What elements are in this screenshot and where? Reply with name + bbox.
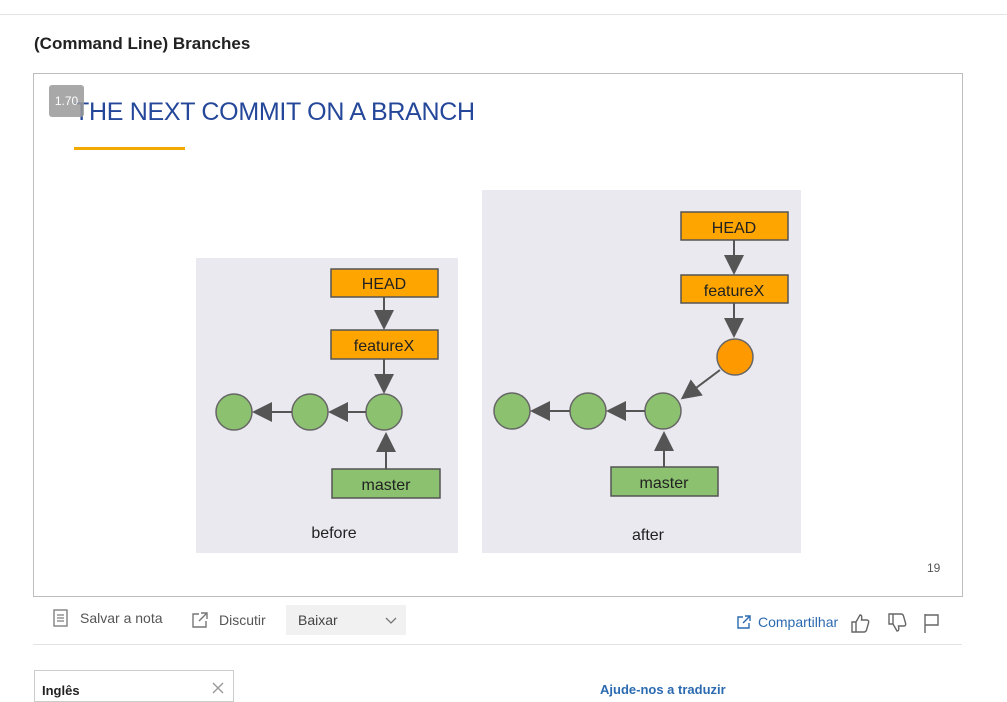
chevron-down-icon bbox=[385, 617, 397, 624]
after-new-commit bbox=[716, 338, 754, 376]
slide-toolbar: Salvar a nota Discutir Baixar Compartilh… bbox=[33, 600, 962, 645]
before-commit-2 bbox=[291, 393, 329, 431]
after-caption: after bbox=[632, 527, 665, 544]
share-icon bbox=[737, 615, 751, 629]
page-title: (Command Line) Branches bbox=[34, 34, 251, 53]
after-master-box bbox=[610, 466, 719, 497]
before-master-box bbox=[331, 468, 441, 499]
after-featurex-label: featureX bbox=[704, 283, 765, 300]
thumbs-down-icon[interactable] bbox=[886, 612, 908, 634]
share-button[interactable]: Compartilhar bbox=[736, 614, 838, 630]
slide-heading: THE NEXT COMMIT ON A BRANCH bbox=[74, 98, 475, 126]
close-icon[interactable] bbox=[211, 681, 225, 695]
flag-icon[interactable] bbox=[921, 612, 943, 634]
save-note-label: Salvar a nota bbox=[80, 610, 163, 626]
before-head-box bbox=[330, 268, 439, 298]
after-commit-2 bbox=[569, 392, 607, 430]
share-label: Compartilhar bbox=[758, 614, 839, 630]
top-divider bbox=[0, 14, 1007, 15]
note-icon bbox=[53, 609, 68, 627]
discuss-button[interactable]: Discutir bbox=[191, 611, 266, 629]
download-select-value: Baixar bbox=[298, 612, 338, 628]
language-label: Inglês bbox=[42, 683, 80, 698]
discuss-label: Discutir bbox=[219, 612, 266, 628]
transcript-language-select[interactable]: Inglês bbox=[34, 670, 234, 702]
before-head-label: HEAD bbox=[362, 276, 406, 293]
download-select[interactable]: Baixar bbox=[286, 605, 406, 635]
save-note-button[interactable]: Salvar a nota bbox=[52, 609, 163, 627]
slide-number: 19 bbox=[927, 561, 941, 575]
before-caption: before bbox=[311, 525, 356, 542]
before-commit-3 bbox=[365, 393, 403, 431]
before-commit-1 bbox=[215, 393, 253, 431]
translate-help-link[interactable]: Ajude-nos a traduzir bbox=[600, 682, 726, 697]
thumbs-up-icon[interactable] bbox=[849, 612, 871, 634]
video-slide[interactable]: HEAD featureX master before HEAD feature… bbox=[33, 73, 963, 597]
playback-speed-badge[interactable]: 1.70 bbox=[49, 85, 84, 117]
after-head-label: HEAD bbox=[712, 220, 756, 237]
after-commit-1 bbox=[493, 392, 531, 430]
branch-diagram: HEAD featureX master before HEAD feature… bbox=[196, 190, 801, 553]
after-master-label: master bbox=[640, 475, 690, 492]
after-head-box bbox=[680, 211, 789, 241]
after-commit-3 bbox=[644, 392, 682, 430]
before-featurex-label: featureX bbox=[354, 338, 415, 355]
external-link-icon bbox=[192, 612, 208, 628]
heading-underline bbox=[74, 147, 185, 150]
after-panel bbox=[482, 190, 801, 553]
before-master-label: master bbox=[362, 477, 412, 494]
